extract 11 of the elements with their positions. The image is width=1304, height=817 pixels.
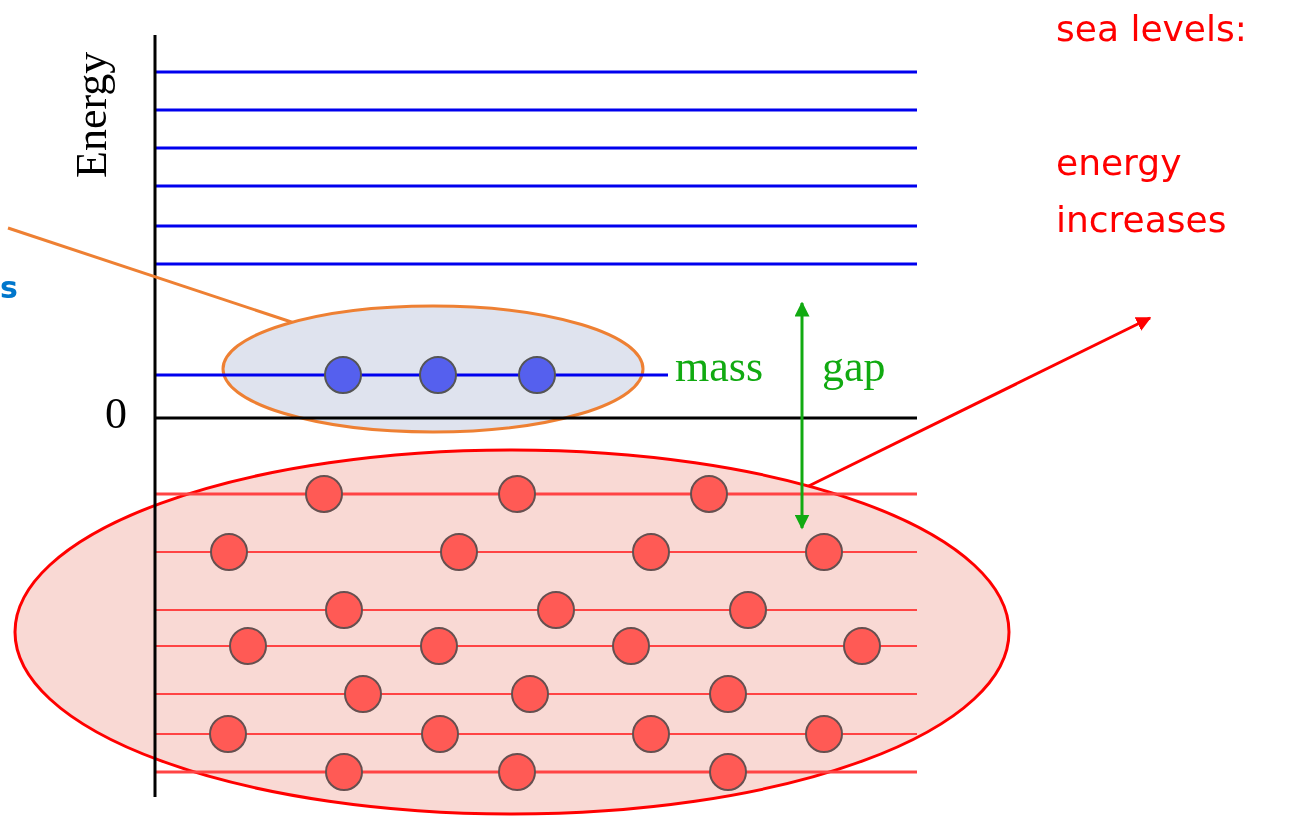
annotation-text: sea levels: [1056,7,1248,51]
highlight-ellipse [13,448,1011,816]
highlight-ellipse [221,304,645,434]
axis-label: Energy [70,52,114,181]
gap-label: mass [675,345,763,389]
leader-line [7,226,293,324]
zero-label: 0 [105,392,127,436]
arrow [808,316,1152,488]
annotation-text: energy increases [1056,140,1228,243]
gap-label: gap [822,345,886,389]
annotation-text: s [0,270,16,306]
